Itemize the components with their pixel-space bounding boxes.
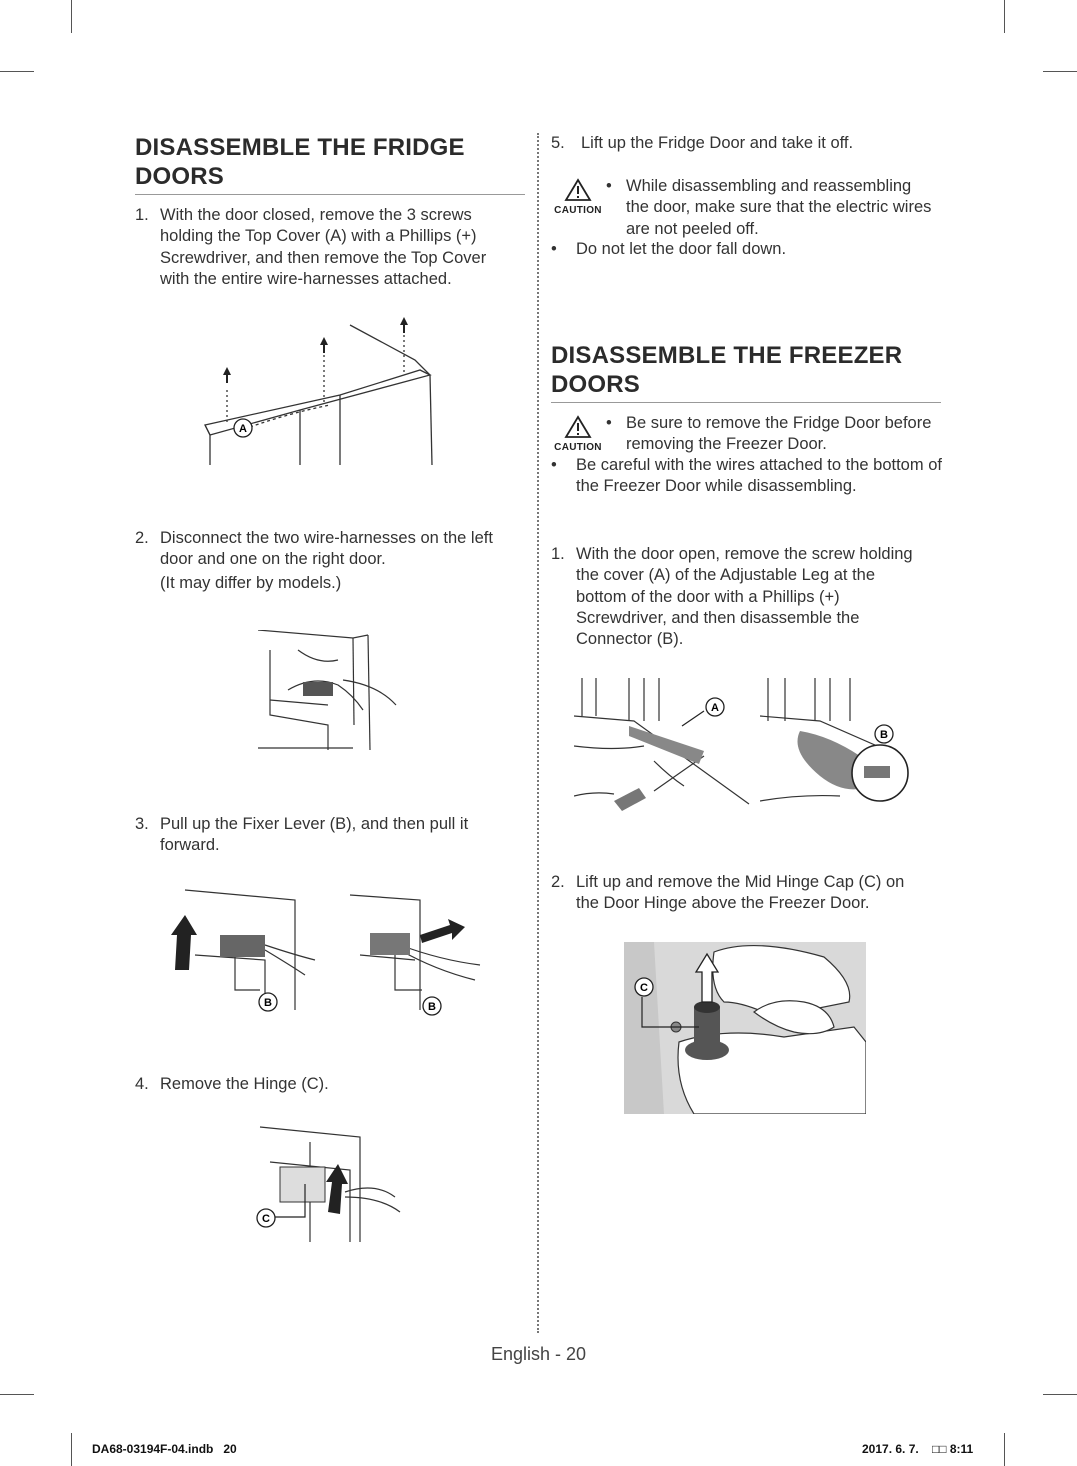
crop-mark <box>71 0 72 33</box>
label-a: A <box>711 702 719 714</box>
section-title-freezer: DISASSEMBLE THE FREEZER DOORS <box>551 342 903 398</box>
crop-mark <box>1043 71 1077 72</box>
caution-badge: CAUTION <box>552 415 604 453</box>
fridge-step-2: 2. Disconnect the two wire-harnesses on … <box>135 529 493 592</box>
section-title-fridge: DISASSEMBLE THE FRIDGE DOORS <box>135 134 465 190</box>
crop-mark <box>1043 1394 1077 1395</box>
fridge-step-1: 1. With the door closed, remove the 3 sc… <box>135 206 487 288</box>
section-rule <box>551 402 941 403</box>
connector-illustration: B <box>760 678 909 802</box>
crop-mark <box>1004 0 1005 33</box>
top-cover-illustration: A <box>204 317 433 466</box>
section-rule <box>135 194 525 195</box>
crop-mark <box>1004 1433 1005 1466</box>
fridge-step-4: 4. Remove the Hinge (C). <box>135 1075 329 1093</box>
page-number: English - 20 <box>490 1344 587 1364</box>
fixer-lever-illustration-1: B <box>171 889 316 1012</box>
caution-badge: CAUTION <box>552 178 604 216</box>
label-c: C <box>262 1213 270 1225</box>
warning-icon <box>564 415 592 438</box>
caution-bullet: • Be sure to remove the Fridge Door befo… <box>606 414 932 454</box>
label-a: A <box>239 423 247 435</box>
label-b: B <box>428 1001 436 1013</box>
label-c: C <box>640 982 648 994</box>
adjustable-leg-illustration: A <box>574 678 750 811</box>
mid-hinge-cap-illustration: C <box>624 942 866 1114</box>
caution-bullet: • While disassembling and reassembling t… <box>606 177 932 238</box>
label-b: B <box>264 997 272 1009</box>
crop-mark <box>0 71 34 72</box>
fridge-step-3: 3. Pull up the Fixer Lever (B), and then… <box>135 815 469 855</box>
date-slug: 2017. 6. 7. □□ 8:11 <box>862 1442 974 1456</box>
fridge-step-5: 5. Lift up the Fridge Door and take it o… <box>551 134 854 152</box>
caution-bullet: • Be careful with the wires attached to … <box>551 456 942 496</box>
freezer-step-2: 2. Lift up and remove the Mid Hinge Cap … <box>551 873 905 913</box>
crop-mark <box>0 1394 34 1395</box>
warning-icon <box>564 178 592 201</box>
freezer-step-1: 1. With the door open, remove the screw … <box>551 545 913 649</box>
file-slug: DA68-03194F-04.indb 20 <box>92 1442 237 1456</box>
label-b: B <box>880 729 888 741</box>
wire-harness-illustration <box>258 630 397 751</box>
column-divider <box>537 133 539 1333</box>
crop-mark <box>71 1433 72 1466</box>
hinge-illustration: C <box>256 1126 401 1242</box>
caution-bullet: • Do not let the door fall down. <box>551 240 787 258</box>
fixer-lever-illustration-2: B <box>349 894 481 1016</box>
